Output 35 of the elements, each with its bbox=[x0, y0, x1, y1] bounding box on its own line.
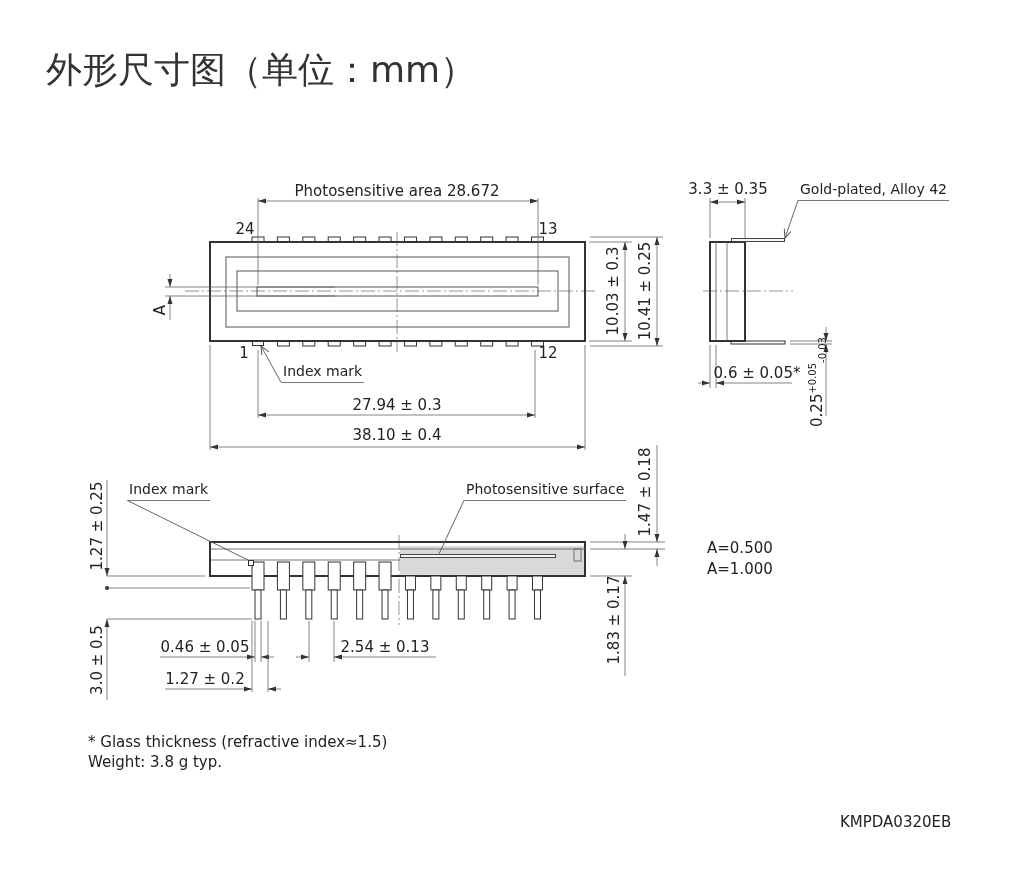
dimension-label: 27.94 ± 0.3 bbox=[352, 396, 442, 414]
dimension-label: 0.46 ± 0.05 bbox=[160, 638, 250, 656]
callout-label: Index mark bbox=[281, 363, 365, 383]
leader-line bbox=[126, 499, 249, 561]
lead bbox=[731, 238, 785, 242]
photosensitive-surface bbox=[400, 554, 556, 558]
dimension-label: 38.10 ± 0.4 bbox=[352, 426, 442, 444]
dimension-label: 10.03 ± 0.3 bbox=[604, 246, 622, 336]
drawing-number: KMPDA0320EB bbox=[840, 813, 952, 831]
pin-number: 12 bbox=[538, 344, 558, 362]
note: A=0.500 bbox=[707, 539, 773, 557]
pin-number: 13 bbox=[538, 220, 558, 238]
dimension-label: Photosensitive area 28.672 bbox=[294, 182, 500, 200]
dimension-label: A bbox=[151, 304, 169, 316]
pin-number: 24 bbox=[235, 220, 255, 238]
dimension-label: 3.0 ± 0.5 bbox=[88, 625, 106, 695]
note: A=1.000 bbox=[707, 560, 773, 578]
dimension-label: 3.3 ± 0.35 bbox=[688, 180, 768, 198]
dimension-label: 2.54 ± 0.13 bbox=[340, 638, 430, 656]
pin-number: 1 bbox=[239, 344, 249, 362]
index-mark bbox=[252, 341, 264, 346]
title: 外形尺寸图（单位：mm） bbox=[46, 48, 477, 92]
dimension-label: 1.83 ± 0.17 bbox=[605, 575, 623, 665]
leader-line bbox=[438, 499, 465, 555]
callout-label: Gold-plated, Alloy 42 bbox=[798, 181, 949, 201]
note: * Glass thickness (refractive index≈1.5) bbox=[88, 733, 388, 751]
dimension-label: 1.27 ± 0.25 bbox=[88, 481, 106, 571]
note: Weight: 3.8 g typ. bbox=[88, 753, 223, 771]
index-mark bbox=[248, 560, 254, 566]
callout-label: Photosensitive surface bbox=[464, 481, 627, 501]
dimension-label: 0.6 ± 0.05* bbox=[713, 364, 801, 382]
dimension-label: 1.27 ± 0.2 bbox=[165, 670, 245, 688]
dimension-label: 1.47 ± 0.18 bbox=[636, 447, 654, 537]
callout-label: Index mark bbox=[127, 481, 211, 501]
dimension-label: 10.41 ± 0.25 bbox=[636, 241, 654, 341]
